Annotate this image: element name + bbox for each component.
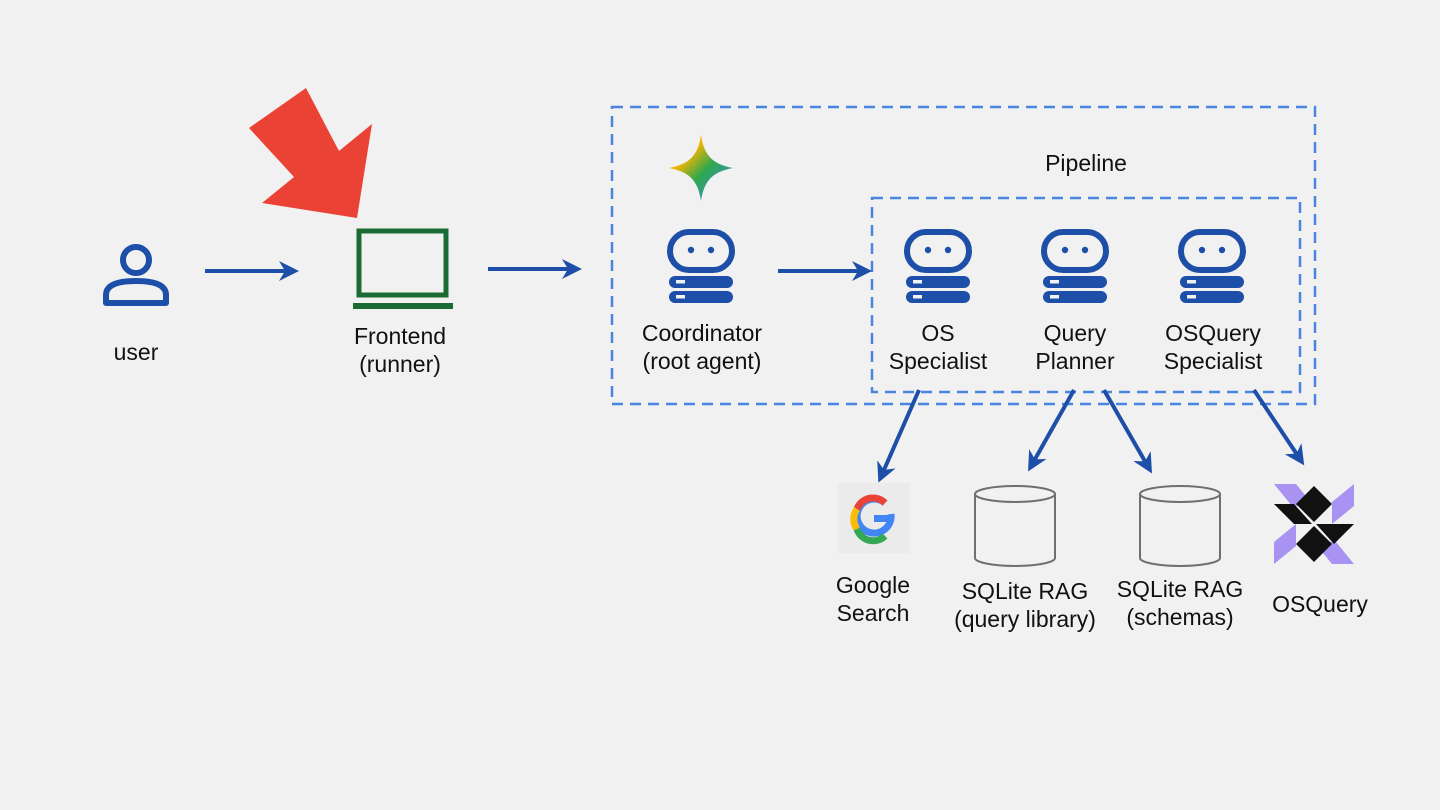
coordinator-label-line2: (root agent) — [642, 348, 762, 374]
os-specialist-label: OS Specialist — [873, 319, 1003, 375]
arrow-planner-to-library — [1028, 389, 1076, 472]
coordinator-label: Coordinator (root agent) — [616, 319, 788, 375]
pipeline-container — [870, 196, 1302, 394]
google-g-icon — [838, 483, 910, 553]
os-specialist-label-line1: OS — [921, 320, 955, 346]
sqlite-library-label: SQLite RAG (query library) — [939, 577, 1111, 633]
coordinator-container — [610, 105, 1317, 406]
sqlite-library-label-line1: SQLite RAG — [961, 578, 1089, 604]
query-planner-agent-robot-icon — [1043, 232, 1107, 303]
person-icon — [103, 244, 169, 306]
google-search-label: Google Search — [818, 571, 928, 627]
sqlite-schemas-label-line2: (schemas) — [1126, 604, 1234, 630]
user-label: user — [113, 339, 159, 365]
google-search-label-line1: Google — [835, 572, 911, 598]
sqlite-library-database-icon — [974, 485, 1056, 567]
laptop-icon — [353, 228, 453, 309]
sqlite-schemas-label-line1: SQLite RAG — [1116, 576, 1244, 602]
frontend-label-line2: (runner) — [359, 351, 441, 377]
coordinator-label-line1: Coordinator — [641, 320, 763, 346]
osquery-specialist-label: OSQuery Specialist — [1147, 319, 1279, 375]
os-specialist-agent-robot-icon — [906, 232, 970, 303]
frontend-label-line1: Frontend — [353, 323, 447, 349]
query-planner-label-line1: Query — [1043, 320, 1107, 346]
osquery-specialist-label-line1: OSQuery — [1165, 320, 1261, 346]
osquery-label: OSQuery — [1272, 591, 1368, 617]
sqlite-schemas-database-icon — [1139, 485, 1221, 567]
osquery-specialist-label-line2: Specialist — [1163, 348, 1263, 374]
query-planner-label: Query Planner — [1015, 319, 1135, 375]
osquery-specialist-agent-robot-icon — [1180, 232, 1244, 303]
osquery-logo-icon — [1274, 484, 1354, 564]
query-planner-label-line2: Planner — [1035, 348, 1115, 374]
pipeline-label: Pipeline — [1045, 150, 1127, 176]
arrow-planner-to-schemas — [1102, 389, 1152, 474]
sqlite-library-label-line2: (query library) — [954, 606, 1096, 632]
arrow-os-specialist-to-google — [877, 389, 921, 483]
arrow-osquery-specialist-to-osquery — [1252, 388, 1305, 466]
google-search-label-line2: Search — [836, 600, 910, 626]
coordinator-agent-robot-icon — [669, 232, 733, 303]
red-callout-arrow-icon — [249, 88, 372, 218]
sqlite-schemas-label: SQLite RAG (schemas) — [1110, 575, 1250, 631]
frontend-label: Frontend (runner) — [330, 322, 470, 378]
os-specialist-label-line2: Specialist — [888, 348, 988, 374]
gemini-sparkle-icon — [669, 135, 733, 201]
